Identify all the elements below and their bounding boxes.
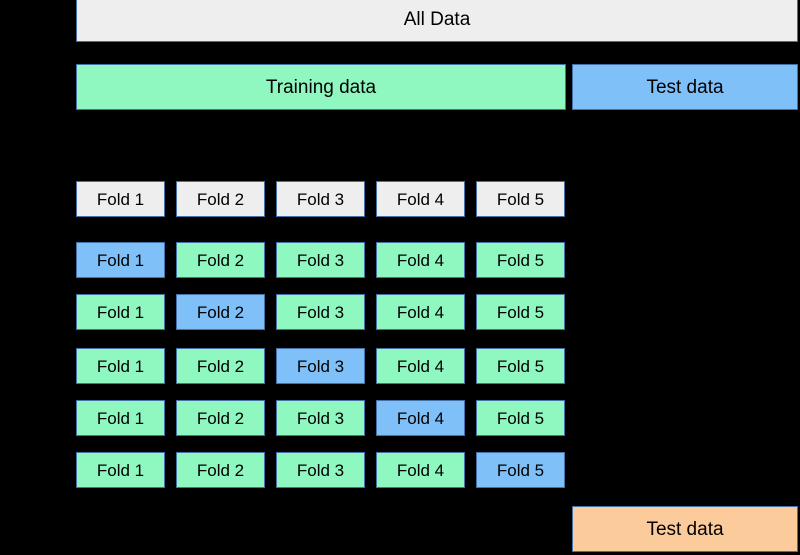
cv-row-1-fold-5-train: Fold 5: [476, 242, 565, 278]
all-data-bar: All Data: [76, 0, 798, 42]
cv-row-3-fold-3-test: Fold 3: [276, 348, 365, 384]
cv-row-3-fold-1-train: Fold 1: [76, 348, 165, 384]
cv-row-2-fold-4-train: Fold 4: [376, 294, 465, 330]
cv-row-4-fold-5-train: Fold 5: [476, 400, 565, 436]
cv-row-5-fold-3-train: Fold 3: [276, 452, 365, 488]
cv-row-1-fold-4-train: Fold 4: [376, 242, 465, 278]
cv-row-1-fold-1-test: Fold 1: [76, 242, 165, 278]
cv-row-4-fold-4-test: Fold 4: [376, 400, 465, 436]
cv-row-3-fold-2-train: Fold 2: [176, 348, 265, 384]
test-data-bar-bottom: Test data: [572, 506, 798, 552]
cv-row-2-fold-3-train: Fold 3: [276, 294, 365, 330]
cv-row-5-fold-1-train: Fold 1: [76, 452, 165, 488]
cv-row-3-fold-4-train: Fold 4: [376, 348, 465, 384]
cv-row-1-fold-3-train: Fold 3: [276, 242, 365, 278]
fold-header-cell-2: Fold 2: [176, 181, 265, 217]
cv-row-2-fold-5-train: Fold 5: [476, 294, 565, 330]
cv-row-4-fold-2-train: Fold 2: [176, 400, 265, 436]
cv-row-4-fold-1-train: Fold 1: [76, 400, 165, 436]
training-data-bar: Training data: [76, 64, 566, 110]
cv-row-5-fold-2-train: Fold 2: [176, 452, 265, 488]
fold-header-cell-3: Fold 3: [276, 181, 365, 217]
cv-row-1-fold-2-train: Fold 2: [176, 242, 265, 278]
cv-row-3-fold-5-train: Fold 5: [476, 348, 565, 384]
cv-row-5-fold-4-train: Fold 4: [376, 452, 465, 488]
cv-row-4-fold-3-train: Fold 3: [276, 400, 365, 436]
cv-row-2-fold-2-test: Fold 2: [176, 294, 265, 330]
cv-row-5-fold-5-test: Fold 5: [476, 452, 565, 488]
test-data-bar-top: Test data: [572, 64, 798, 110]
fold-header-cell-5: Fold 5: [476, 181, 565, 217]
fold-header-cell-4: Fold 4: [376, 181, 465, 217]
fold-header-cell-1: Fold 1: [76, 181, 165, 217]
cv-row-2-fold-1-train: Fold 1: [76, 294, 165, 330]
